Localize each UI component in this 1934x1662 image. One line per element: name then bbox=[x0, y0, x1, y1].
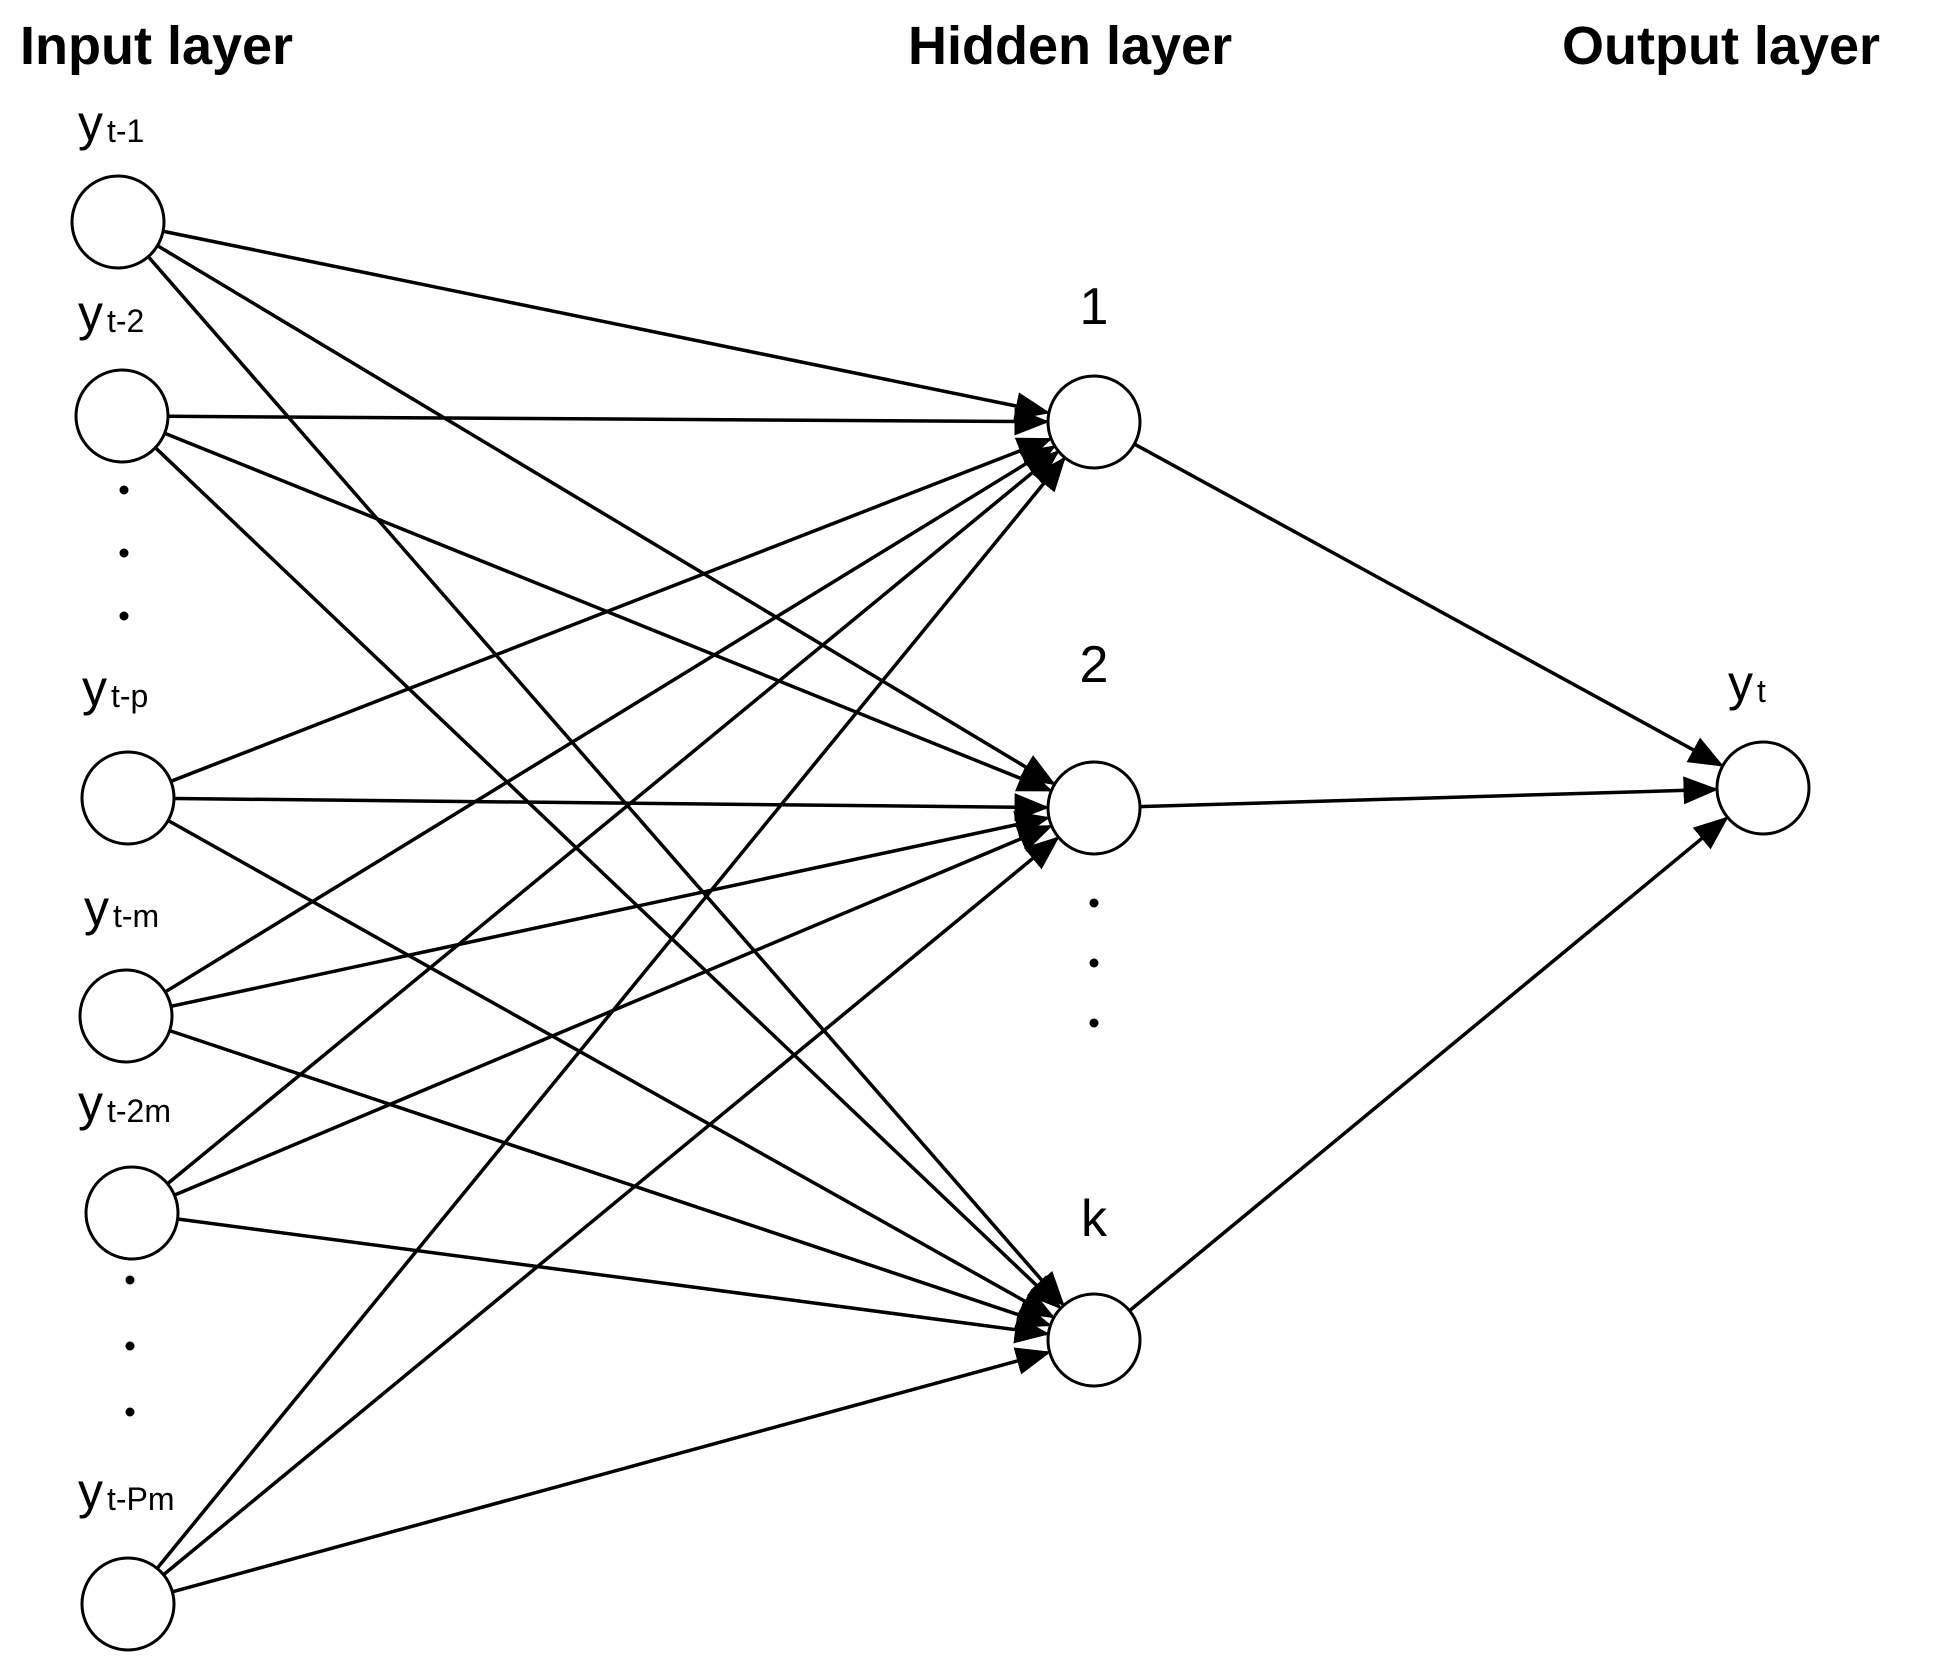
input-gap-2 bbox=[125, 1275, 135, 1417]
edge-in1-to-h2 bbox=[156, 244, 1056, 786]
input-layer-title: Input layer bbox=[20, 16, 293, 76]
edge-in1-to-h1 bbox=[162, 229, 1051, 420]
edge-inPm-to-hk bbox=[171, 1347, 1052, 1594]
node-hk bbox=[1046, 1292, 1142, 1388]
edge-inm-to-hk bbox=[169, 1028, 1052, 1329]
edge-in1-to-hk bbox=[146, 255, 1065, 1307]
node-h1 bbox=[1046, 374, 1142, 470]
edge-in2-to-h1 bbox=[167, 407, 1050, 436]
edge-inm-to-h1 bbox=[164, 445, 1057, 994]
edge-inp-to-hk bbox=[167, 818, 1056, 1319]
node-inPm bbox=[80, 1556, 176, 1652]
node-h2 bbox=[1046, 760, 1142, 856]
node-inp bbox=[80, 750, 176, 846]
edge-inp-to-h1 bbox=[170, 437, 1053, 783]
edge-in2m-to-h1 bbox=[166, 450, 1060, 1186]
edge-hk-to-out bbox=[1128, 816, 1729, 1313]
label-h2: 2 bbox=[1080, 636, 1109, 694]
node-inm bbox=[78, 968, 174, 1064]
node-in2 bbox=[74, 368, 170, 464]
edge-inPm-to-h2 bbox=[162, 836, 1060, 1577]
hidden-layer-title: Hidden layer bbox=[908, 16, 1232, 76]
node-in2m bbox=[84, 1165, 180, 1261]
output-layer-title: Output layer bbox=[1562, 16, 1880, 76]
edge-h2-to-out bbox=[1139, 776, 1719, 809]
edge-inm-to-h2 bbox=[170, 811, 1051, 1009]
edge-inPm-to-h1 bbox=[155, 456, 1066, 1570]
edge-in2-to-hk bbox=[154, 446, 1062, 1310]
node-in1 bbox=[70, 174, 166, 270]
edge-h1-to-out bbox=[1133, 442, 1724, 767]
hidden-gap bbox=[1089, 898, 1099, 1028]
node-out bbox=[1715, 740, 1811, 836]
edge-inp-to-h2 bbox=[173, 793, 1050, 822]
connections bbox=[146, 229, 1729, 1594]
edge-in2m-to-hk bbox=[177, 1217, 1050, 1344]
label-h1: 1 bbox=[1080, 278, 1109, 336]
input-gap-1 bbox=[119, 485, 129, 621]
label-hk: k bbox=[1081, 1190, 1108, 1248]
